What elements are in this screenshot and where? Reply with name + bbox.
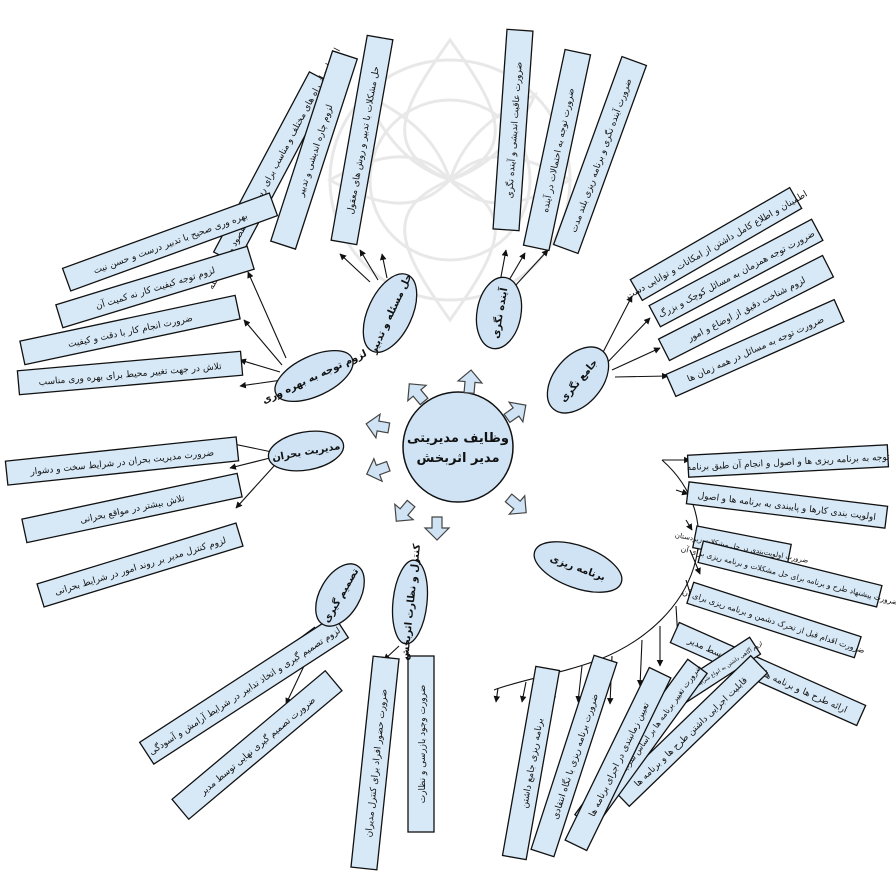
- chevron-arrow-icon: [456, 369, 484, 395]
- chevron-arrow-icon: [423, 516, 451, 541]
- branch-productivity: بهره وری صحیح با تدبیر درست و حسن نیت لز…: [16, 192, 369, 406]
- box-control-2: ضرورت وجود بازرسی و نظارت: [407, 655, 435, 833]
- branch-crisis: ضرورت مدیریت بحران در شرایط سخت و دشوار …: [4, 430, 345, 608]
- box-crisis-1: ضرورت مدیریت بحران در شرایط سخت و دشوار: [4, 436, 240, 486]
- bubble-crisis: مدیریت بحران: [267, 430, 345, 472]
- hub-title-line1: وظایف مدیریتی: [407, 431, 509, 446]
- branch-planning: توجه به برنامه ریزی ها و اصول و انجام آن…: [493, 444, 896, 861]
- bubble-decision: تصمیم گیری: [315, 563, 365, 627]
- branch-foresight: ضرورت عاقبت اندیشی و آینده نگری ضرورت تو…: [475, 28, 648, 350]
- chevron-arrow-icon: [504, 493, 527, 515]
- bubble-planning: برنامه ریزی: [533, 541, 623, 593]
- box-planning-2: اولویت بندی کارها و پایبندی به برنامه ها…: [685, 481, 889, 529]
- box-planning-1: توجه به برنامه ریزی ها و اصول و انجام آن…: [686, 444, 890, 478]
- bubble-holistic: جامع نگری: [546, 346, 610, 414]
- branch-control: ضرورت حضور افراد برای کنترل مدیران ضرورت…: [350, 543, 435, 871]
- chevron-arrow-icon: [365, 412, 391, 440]
- chevron-arrow-icon: [394, 499, 416, 522]
- box-control-1: ضرورت حضور افراد برای کنترل مدیران: [350, 655, 400, 871]
- box-planning-12: برنامه ریزی جامع داشتن: [501, 665, 561, 861]
- hub-title-line2: مدیر اثربخش: [416, 451, 499, 466]
- branch-decision: لزوم تصمیم گیری و اتخاذ تدابیر در شرایط …: [138, 563, 365, 821]
- bubble-productivity: لزوم توجه به بهره وری: [261, 348, 369, 406]
- svg-text:ضرورت وجود بازرسی و نظارت: ضرورت وجود بازرسی و نظارت: [418, 685, 428, 804]
- chevron-arrow-icon: [365, 457, 391, 483]
- bubble-control: کنترل و نظارت اثربخش: [391, 543, 429, 661]
- chevron-arrow-icon: [407, 383, 429, 406]
- bubble-foresight: آینده نگری: [475, 276, 523, 350]
- hub-chevrons: [365, 369, 527, 541]
- central-hub: وظایف مدیریتی مدیر اثربخش: [402, 391, 514, 503]
- box-crisis-3: لزوم کنترل مدیر بر روند امور در شرایط بح…: [36, 522, 244, 608]
- box-foresight-1: ضرورت عاقبت اندیشی و آینده نگری: [492, 28, 534, 232]
- svg-text:لزوم کنترل مدیر بر روند امور د: لزوم کنترل مدیر بر روند امور در شرایط بح…: [54, 536, 228, 598]
- chevron-arrow-icon: [503, 401, 527, 424]
